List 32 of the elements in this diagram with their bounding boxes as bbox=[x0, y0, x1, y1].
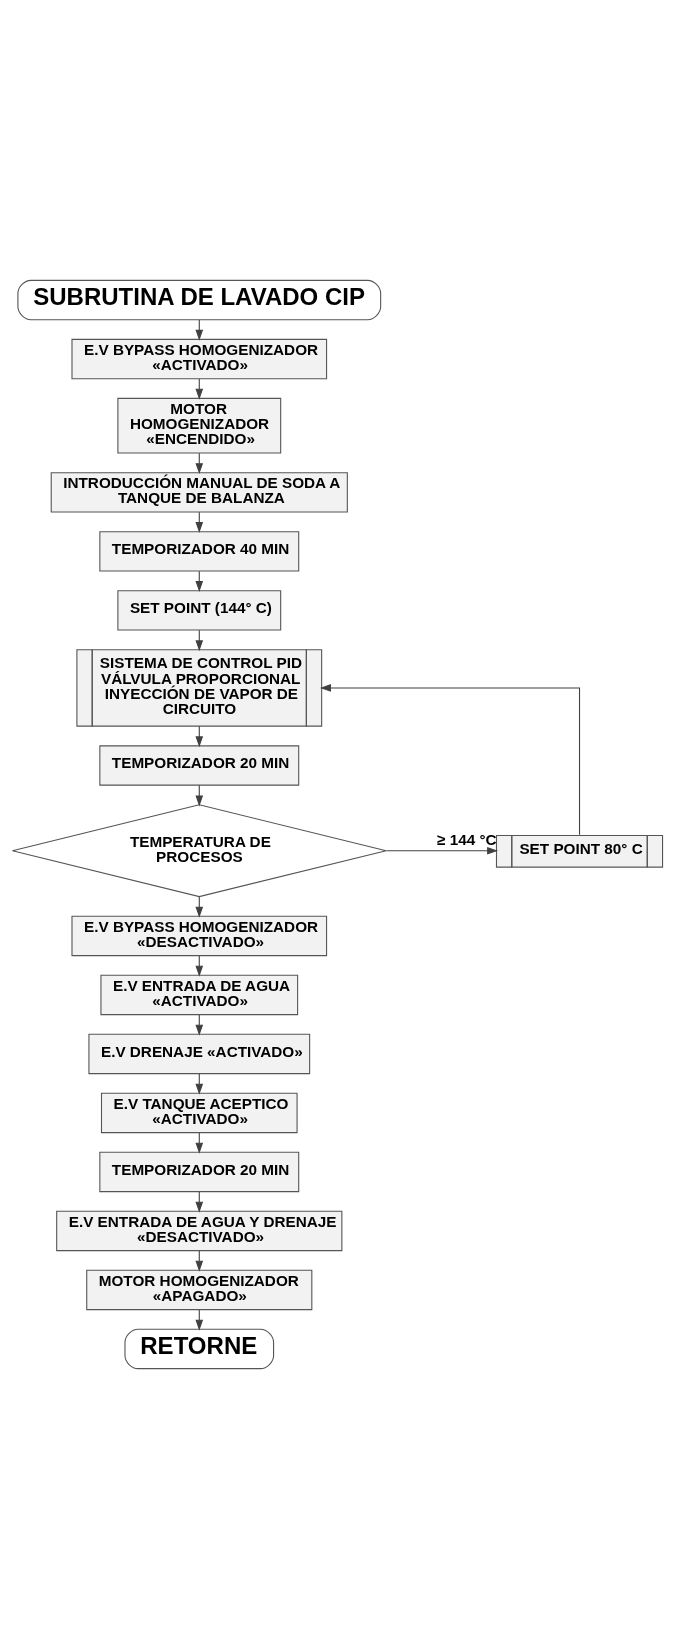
edge-label: ≥ 144 °C bbox=[437, 830, 497, 848]
arrow bbox=[195, 895, 204, 918]
node-box: SUBRUTINA DE LAVADO CIP bbox=[17, 279, 382, 320]
arrow bbox=[195, 511, 204, 533]
node-box: E.V BYPASS HOMOGENIZADOR «DESACTIVADO» bbox=[71, 915, 328, 956]
node-box: E.V DRENAJE «ACTIVADO» bbox=[88, 1033, 311, 1074]
node-box: TEMPORIZADOR 20 MIN bbox=[99, 744, 300, 786]
arrow bbox=[385, 846, 499, 855]
node-box: E.V ENTRADA DE AGUA Y DRENAJE «DESACTIVADO» bbox=[56, 1210, 343, 1251]
node-box: SET POINT (144° C) bbox=[117, 589, 282, 631]
node-box: E.V ENTRADA DE AGUA «ACTIVADO» bbox=[100, 974, 299, 1015]
node-box: E.V BYPASS HOMOGENIZADOR «ACTIVADO» bbox=[71, 338, 328, 379]
node-box: TEMPORIZADOR 20 MIN bbox=[99, 1151, 300, 1192]
node-box: MOTOR HOMOGENIZADOR «ENCENDIDO» bbox=[117, 397, 282, 454]
arrow bbox=[195, 570, 204, 592]
arrow bbox=[195, 378, 204, 400]
arrow bbox=[195, 954, 204, 977]
node-box: E.V TANQUE ACEPTICO «ACTIVADO» bbox=[100, 1092, 298, 1133]
node-box: TEMPORIZADOR 40 MIN bbox=[99, 530, 300, 572]
arrow bbox=[195, 1308, 204, 1331]
arrow bbox=[195, 1190, 204, 1213]
arrow bbox=[320, 683, 581, 835]
node-box: INTRODUCCIÓN MANUAL DE SODA A TANQUE DE BALANZA bbox=[50, 471, 348, 513]
arrow bbox=[195, 1131, 204, 1154]
node-box: RETORNE bbox=[124, 1328, 275, 1369]
node-diamond: TEMPERATURA DE PROCESOS bbox=[11, 803, 387, 897]
node-box: MOTOR HOMOGENIZADOR «APAGADO» bbox=[86, 1269, 313, 1310]
arrow bbox=[195, 452, 204, 474]
arrow bbox=[195, 318, 204, 341]
arrow bbox=[195, 1072, 204, 1095]
arrow bbox=[195, 1013, 204, 1036]
arrow bbox=[195, 1249, 204, 1272]
